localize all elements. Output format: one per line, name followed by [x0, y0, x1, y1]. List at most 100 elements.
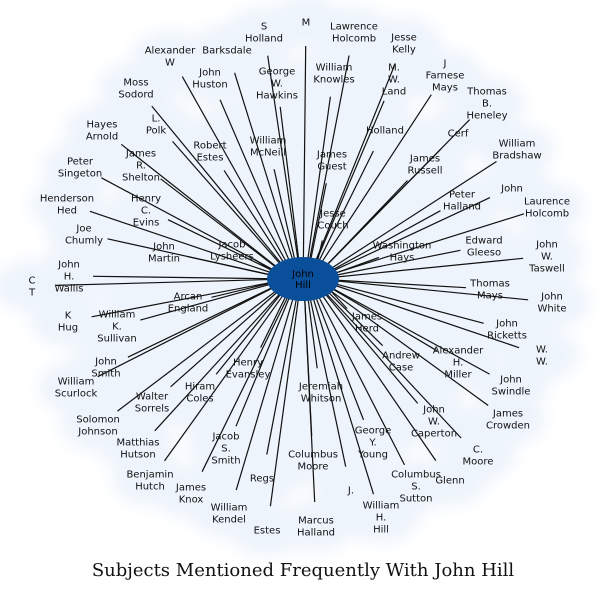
- node-halo: [46, 208, 122, 260]
- node-label-j: J.: [347, 486, 354, 497]
- graph-title: Subjects Mentioned Frequently With John …: [91, 560, 515, 581]
- edge-c-moore: [325, 292, 462, 439]
- edge-james-russell: [326, 180, 408, 266]
- edge-marcus-halland: [304, 298, 316, 503]
- edge-john-white: [335, 280, 529, 301]
- edge-william-h-hill: [312, 297, 375, 495]
- edge-c-t: [55, 278, 271, 286]
- edge-washington-hays: [333, 256, 380, 275]
- edge-hayes-arnold: [120, 143, 278, 268]
- edge-john: [332, 197, 491, 272]
- edge-henry-c-evins: [167, 219, 274, 272]
- edge-lawrence-holcomb: [309, 55, 350, 260]
- edge-william-scurlock: [97, 286, 274, 378]
- edge-estes: [269, 298, 299, 507]
- edge-edward-gleeso: [334, 249, 461, 276]
- edge-solomon-johnson: [117, 290, 277, 412]
- edge-henry-evansley: [260, 295, 287, 348]
- edge-jesse-couch: [316, 240, 323, 262]
- edge-alexander-h-miller: [331, 287, 438, 352]
- edge-william-bradshaw: [330, 160, 497, 270]
- halo-layer: [0, 0, 590, 556]
- edge-john-smith: [127, 286, 274, 358]
- edge-walter-sorrels: [170, 291, 279, 388]
- edge-regs: [266, 298, 298, 455]
- edge-william-mcneill: [273, 169, 296, 261]
- node-label-holland: Holland: [366, 126, 404, 137]
- edge-j: [309, 298, 347, 467]
- edge-glenn: [321, 294, 437, 461]
- edge-j-farnese-mays: [320, 94, 432, 264]
- edge-john-h-wallis: [92, 275, 271, 280]
- edge-james-guest: [310, 183, 327, 260]
- edge-moss-sodord: [151, 105, 283, 265]
- edge-peter-halland: [331, 210, 441, 271]
- node-label-cerf: Cerf: [448, 129, 469, 140]
- node-label-regs: Regs: [250, 474, 274, 485]
- edge-layer: [55, 45, 529, 507]
- node-halo: [278, 500, 354, 552]
- node-halo: [509, 181, 585, 233]
- edge-james-r-shelton: [160, 178, 277, 269]
- edge-john-w-taswell: [335, 257, 524, 278]
- edge-james-knox: [201, 296, 289, 472]
- edge-andrew-case: [327, 291, 384, 347]
- edge-benjamin-hutch: [164, 294, 284, 462]
- edge-peter-singeton: [101, 177, 275, 271]
- edge-james-crowden: [329, 289, 489, 406]
- node-halo: [343, 491, 419, 543]
- edge-hiram-coles: [215, 293, 282, 375]
- edge-john-w-caperton: [324, 293, 419, 404]
- edge-m-w-land: [315, 100, 385, 262]
- node-label-estes: Estes: [254, 526, 281, 537]
- edge-jeremiah-whitson: [307, 298, 318, 369]
- edge-john-ricketts: [334, 283, 484, 324]
- edge-barksdale: [234, 72, 294, 261]
- node-halo: [479, 123, 555, 175]
- edge-arcan-england: [211, 282, 272, 298]
- edge-w-w: [333, 284, 520, 349]
- edge-matthias-hutson: [154, 292, 281, 432]
